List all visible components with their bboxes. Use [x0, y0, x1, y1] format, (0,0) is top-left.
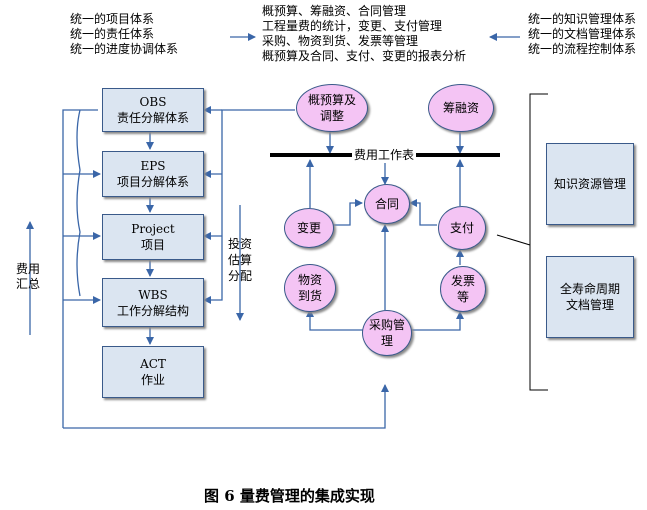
top-left-block: 统一的项目体系 统一的责任体系 统一的进度协调体系 [70, 12, 178, 57]
inner-loop-1 [76, 109, 81, 297]
top-right-line: 统一的流程控制体系 [528, 42, 637, 56]
invest-alloc-line: 投资 [228, 237, 253, 251]
top-center-line: 概预算、筹融资、合同管理 [262, 4, 407, 18]
act-box: ACT 作业 [102, 346, 204, 398]
invest-alloc-line: 估算 [228, 253, 253, 267]
purchase-line: 采购管 [368, 318, 405, 332]
line-bottom-loop [63, 384, 389, 429]
project-label: 项目 [140, 238, 165, 252]
goods-line: 到货 [297, 289, 322, 303]
purchase-line: 理 [380, 334, 393, 348]
line-right-feed [203, 109, 295, 304]
act-code: ACT [140, 357, 166, 371]
arrow-payment-contract [409, 199, 437, 226]
invoice-line: 发票 [450, 274, 475, 288]
doc-lifecycle-box: 全寿命周期 文档管理 [546, 256, 634, 338]
line-left-trunk [62, 109, 98, 428]
obs-code: OBS [139, 95, 167, 109]
cost-summary-line: 汇总 [16, 277, 41, 291]
contract-node: 合同 [364, 184, 410, 224]
payment-line: 支付 [449, 221, 474, 235]
budget-line: 调整 [319, 109, 344, 123]
contract-line: 合同 [374, 197, 399, 211]
change-line: 变更 [296, 221, 321, 235]
top-right-line: 统一的知识管理体系 [528, 12, 637, 26]
top-center-line: 概预算及合同、支付、变更的报表分析 [262, 49, 467, 63]
wbs-code: WBS [138, 287, 168, 302]
obs-label: 责任分解体系 [116, 111, 189, 125]
project-code: Project [131, 222, 175, 236]
finance-node: 筹融资 [428, 84, 494, 132]
wbs-box: WBS 工作分解结构 [102, 278, 204, 327]
top-left-line: 统一的责任体系 [70, 27, 155, 41]
invoice-node: 发票 等 [440, 266, 486, 312]
arrow-purchase-invoice [410, 311, 464, 331]
project-box: Project 项目 [102, 214, 204, 260]
wbs-label: 工作分解结构 [116, 303, 189, 318]
eps-code: EPS [140, 159, 166, 173]
goods-node: 物资 到货 [284, 264, 336, 312]
top-left-line: 统一的项目体系 [70, 12, 155, 26]
obs-box: OBS 责任分解体系 [102, 88, 204, 132]
arrow-purchase-goods [306, 309, 363, 331]
doc-lifecycle-line: 文档管理 [565, 298, 614, 312]
eps-box: EPS 项目分解体系 [102, 151, 204, 197]
doc-lifecycle-line: 全寿命周期 [559, 282, 620, 296]
cost-summary-label: 费用 汇总 [16, 262, 40, 292]
invest-alloc-label: 投资 估算 分配 [228, 236, 252, 284]
right-bracket [529, 93, 548, 391]
knowledge-box: 知识资源管理 [546, 143, 634, 225]
top-right-line: 统一的文档管理体系 [528, 27, 637, 41]
cost-table-label: 费用工作表 [352, 148, 417, 163]
top-right-block: 统一的知识管理体系 统一的文档管理体系 统一的流程控制体系 [528, 12, 636, 57]
top-left-line: 统一的进度协调体系 [70, 42, 179, 56]
knowledge-label: 知识资源管理 [553, 177, 626, 191]
invoice-line: 等 [456, 290, 469, 304]
figure-caption: 图 6 量费管理的集成实现 [204, 487, 375, 505]
finance-line: 筹融资 [442, 101, 479, 115]
purchase-node: 采购管 理 [362, 310, 412, 356]
budget-line: 概预算及 [307, 93, 356, 107]
cost-summary-line: 费用 [16, 262, 41, 276]
goods-line: 物资 [297, 273, 322, 287]
bracket-link [496, 234, 531, 246]
invest-alloc-line: 分配 [228, 269, 253, 283]
change-node: 变更 [284, 208, 334, 248]
payment-node: 支付 [438, 206, 486, 250]
top-center-block: 概预算、筹融资、合同管理 工程量费的统计，变更、支付管理 采购、物资到货、发票等… [262, 4, 466, 64]
arrow-change-contract [333, 199, 363, 226]
act-label: 作业 [140, 373, 165, 387]
budget-node: 概预算及 调整 [296, 84, 368, 132]
top-center-line: 工程量费的统计，变更、支付管理 [262, 19, 443, 33]
top-center-line: 采购、物资到货、发票等管理 [262, 34, 419, 48]
eps-label: 项目分解体系 [116, 175, 189, 189]
